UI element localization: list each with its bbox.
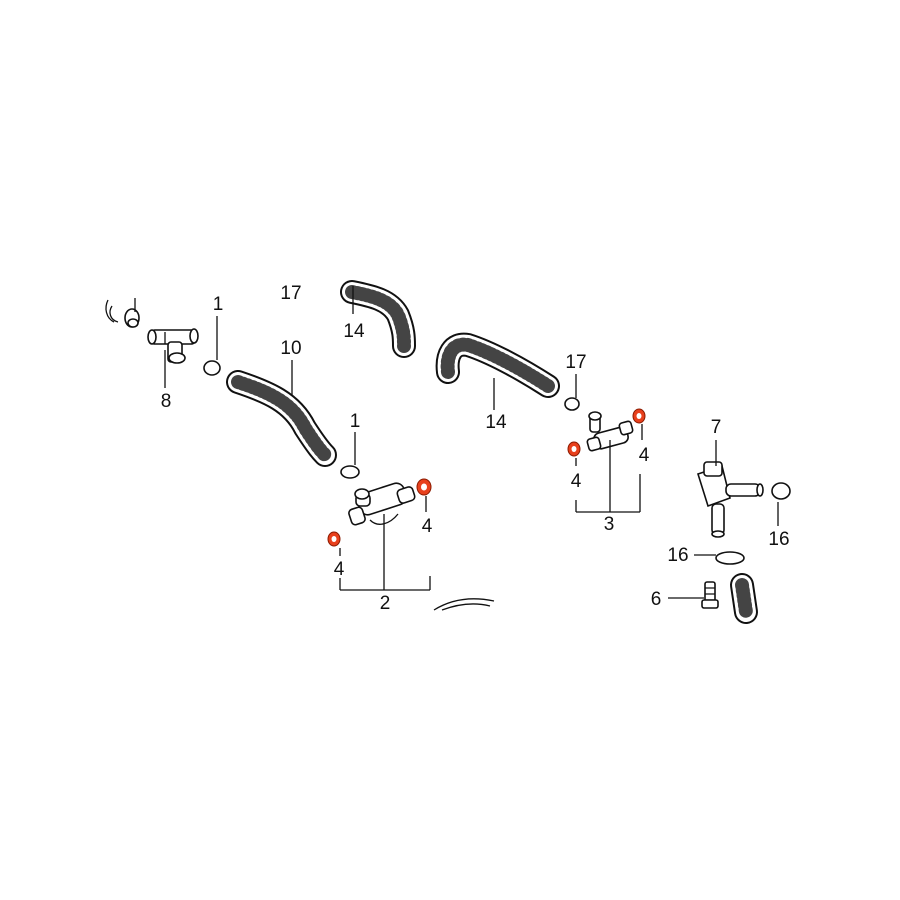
hose-partial-bottom-inner	[441, 603, 491, 611]
t-joint-2	[348, 482, 416, 526]
hose-lower-right	[730, 573, 758, 624]
label-4-d: 4	[639, 445, 650, 466]
leader-lines	[134, 286, 779, 599]
label-3: 3	[604, 514, 615, 535]
bolt-6	[701, 581, 719, 609]
hose-14-top	[340, 280, 416, 358]
label-1-top: 1	[213, 294, 224, 315]
washer-4-b	[416, 478, 432, 496]
clamp-16-right	[771, 482, 791, 500]
hose-10	[226, 370, 337, 467]
hose-partial-bottom	[433, 598, 495, 611]
clamp-1-left	[203, 360, 221, 376]
clamp-16-lower	[715, 551, 745, 565]
t-joint-8	[105, 299, 199, 364]
hose-14-main	[435, 332, 560, 398]
label-16-lower: 16	[667, 545, 688, 566]
valve-7	[697, 461, 764, 538]
label-14-main: 14	[485, 412, 507, 433]
label-16-right: 16	[768, 529, 789, 550]
washer-4-c	[567, 441, 581, 457]
label-10: 10	[280, 338, 301, 359]
label-6: 6	[651, 589, 662, 610]
label-17-right: 17	[565, 352, 586, 373]
washer-4-a	[327, 531, 341, 547]
washer-4-d	[632, 408, 646, 424]
clamp-17-right	[564, 397, 580, 411]
label-17-top: 17	[280, 283, 301, 304]
t-joint-3	[586, 411, 634, 452]
label-4-b: 4	[422, 516, 433, 537]
label-4-c: 4	[571, 471, 582, 492]
clamp-1-center	[340, 465, 360, 479]
label-7: 7	[711, 417, 722, 438]
label-4-a: 4	[334, 559, 345, 580]
label-14-top: 14	[343, 321, 365, 342]
label-2: 2	[380, 593, 391, 614]
label-8: 8	[161, 391, 172, 412]
label-1-center: 1	[350, 411, 361, 432]
